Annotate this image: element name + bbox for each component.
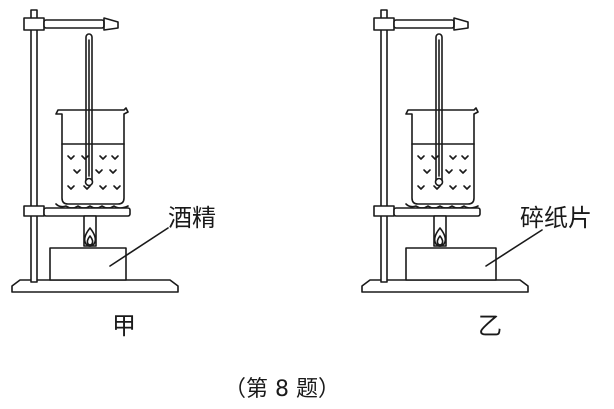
top-clamp-arm-b	[393, 19, 455, 29]
flame-inner-b	[436, 235, 444, 246]
thermometer-bulb-b	[434, 177, 444, 187]
wick-holder-a	[83, 215, 97, 247]
thermometer-bulb-a	[84, 177, 94, 187]
stand-base-a	[11, 279, 179, 293]
apparatus-b: 碎纸片 乙	[361, 9, 592, 340]
ring-support-b	[393, 207, 481, 217]
gauze-a	[55, 203, 129, 209]
water-waves-b	[417, 155, 471, 190]
top-clamp-boss-a	[23, 17, 45, 31]
substance-label-b: 碎纸片	[520, 204, 592, 232]
burner-block-a	[49, 247, 127, 281]
apparatus-a: 酒精 甲	[11, 9, 216, 340]
pointer-line-b	[485, 229, 543, 267]
flame-inner-a	[86, 235, 94, 246]
top-clamp-arm-a	[43, 19, 105, 29]
beaker-b	[405, 107, 479, 205]
stand-rod-a	[30, 9, 38, 283]
flame-outer-b	[433, 227, 447, 247]
substance-label-a: 酒精	[168, 204, 216, 232]
water-waves-a	[67, 155, 121, 190]
top-clamp-boss-b	[373, 17, 395, 31]
ring-boss-a	[23, 205, 45, 217]
ring-support-a	[43, 207, 131, 217]
figure-caption: （第 8 题）	[224, 377, 340, 402]
pointer-line-a	[109, 227, 169, 267]
gauze-b	[405, 203, 479, 209]
ring-boss-b	[373, 205, 395, 217]
caption-a: 甲	[112, 312, 136, 340]
top-clamp-jaw-b	[453, 17, 469, 31]
flame-outer-a	[83, 227, 97, 247]
top-clamp-jaw-a	[103, 17, 119, 31]
stand-base-b	[361, 279, 529, 293]
wick-holder-b	[433, 215, 447, 247]
caption-b: 乙	[478, 312, 502, 340]
stand-rod-b	[380, 9, 388, 283]
beaker-a	[55, 107, 129, 205]
burner-block-b	[405, 247, 497, 281]
